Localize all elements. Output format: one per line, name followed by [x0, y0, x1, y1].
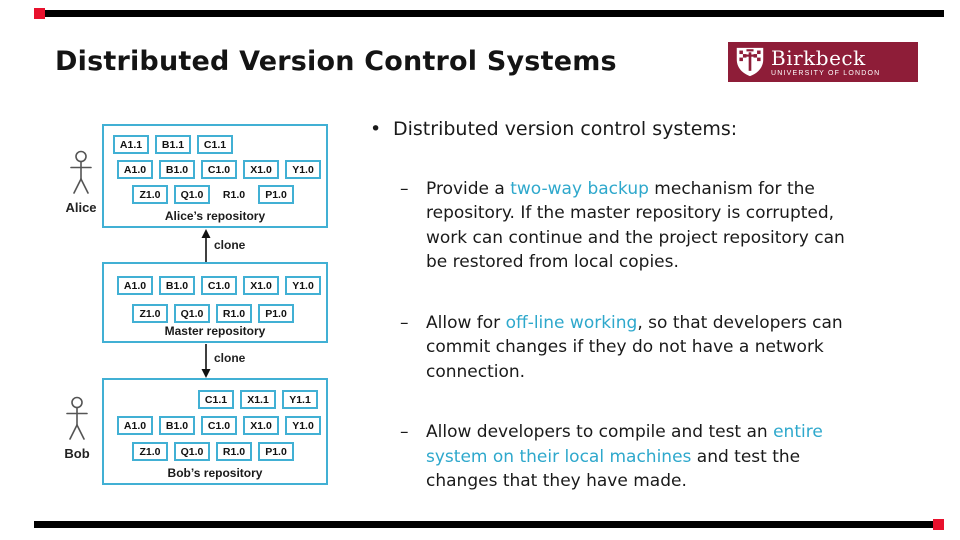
actor-label: Alice [65, 200, 97, 215]
version-box: C1.1 [197, 135, 233, 154]
version-box: Q1.0 [174, 185, 210, 204]
birkbeck-crest-icon [736, 47, 764, 77]
version-box: X1.0 [243, 160, 279, 179]
black-line-decor [34, 521, 933, 528]
version-box: B1.1 [155, 135, 191, 154]
repository-label: Alice’s repository [164, 209, 266, 223]
top-decor-bar [34, 8, 944, 19]
highlighted-text: off-line working [505, 312, 638, 333]
sub-bullet-text: Allow for off-line working, so that deve… [426, 312, 843, 382]
actor-bob: Bob [54, 396, 100, 461]
sub-bullet: –Provide a two-way backup mechanism for … [400, 177, 860, 275]
highlighted-text: entire system on their local machines [426, 422, 823, 467]
version-box: C1.0 [201, 276, 237, 295]
version-box: C1.0 [201, 160, 237, 179]
logo-text: Birkbeck UNIVERSITY OF LONDON [771, 48, 880, 77]
version-box: Y1.0 [285, 416, 321, 435]
repository-label: Bob’s repository [167, 466, 263, 480]
black-line-decor [45, 10, 944, 17]
birkbeck-logo: Birkbeck UNIVERSITY OF LONDON [728, 42, 918, 82]
dash-marker: – [400, 179, 409, 199]
actor-label: Bob [64, 446, 90, 461]
highlighted-text: two-way backup [510, 179, 649, 199]
red-square-decor [933, 519, 944, 530]
version-box: B1.0 [159, 276, 195, 295]
main-bullet-text: Distributed version control systems: [393, 118, 738, 140]
dash-marker: – [400, 312, 409, 333]
version-box: Y1.1 [282, 390, 318, 409]
version-row: Z1.0 Q1.0 R1.0 P1.0 [104, 442, 326, 461]
version-box: P1.0 [258, 304, 294, 323]
version-box: B1.0 [159, 416, 195, 435]
version-row: A1.0 B1.0 C1.0 X1.0 Y1.0 [104, 160, 326, 179]
sub-bullet-list: –Provide a two-way backup mechanism for … [400, 177, 860, 494]
bullet-content: • Distributed version control systems: –… [370, 118, 915, 530]
version-box: Z1.0 [132, 304, 168, 323]
version-box: Y1.0 [285, 276, 321, 295]
actor-alice: Alice [58, 150, 104, 215]
version-box: R1.0 [216, 304, 252, 323]
clone-arrow-down-icon [201, 344, 211, 378]
version-row: C1.1 X1.1 Y1.1 [104, 390, 326, 409]
version-row: A1.1 B1.1 C1.1 [104, 135, 326, 154]
version-row: A1.0 B1.0 C1.0 X1.0 Y1.0 [104, 416, 326, 435]
main-bullet: • Distributed version control systems: [370, 118, 915, 140]
version-box: A1.1 [113, 135, 149, 154]
repository-label: Master repository [164, 324, 266, 338]
clone-arrow-up-icon [201, 229, 211, 262]
version-box: Z1.0 [132, 442, 168, 461]
version-box: C1.0 [201, 416, 237, 435]
sub-bullet-text: Allow developers to compile and test an … [426, 422, 823, 492]
stick-figure-icon [66, 396, 88, 440]
version-row: Z1.0 Q1.0 R1.0 P1.0 [104, 185, 326, 204]
version-box: Q1.0 [174, 442, 210, 461]
logo-wordmark: Birkbeck [771, 45, 866, 70]
stick-figure-icon [70, 150, 92, 194]
red-square-decor [34, 8, 45, 19]
version-box: A1.0 [117, 276, 153, 295]
version-box: X1.0 [243, 416, 279, 435]
version-box: X1.1 [240, 390, 276, 409]
version-box: A1.0 [117, 416, 153, 435]
version-box: Q1.0 [174, 304, 210, 323]
sub-bullet-text: Provide a two-way backup mechanism for t… [426, 179, 845, 273]
version-row: A1.0 B1.0 C1.0 X1.0 Y1.0 [104, 276, 326, 295]
clone-label: clone [214, 351, 246, 365]
version-box: P1.0 [258, 442, 294, 461]
version-box: Z1.0 [132, 185, 168, 204]
bottom-decor-bar [34, 519, 944, 530]
sub-bullet: –Allow developers to compile and test an… [400, 420, 860, 493]
slide-title: Distributed Version Control Systems [55, 46, 617, 77]
dash-marker: – [400, 422, 409, 443]
version-box: X1.0 [243, 276, 279, 295]
logo-subtitle: UNIVERSITY OF LONDON [771, 69, 881, 77]
version-box: R1.0 [216, 185, 252, 204]
version-box: Y1.0 [285, 160, 321, 179]
version-box: B1.0 [159, 160, 195, 179]
version-box: C1.1 [198, 390, 234, 409]
bullet-dot: • [370, 118, 382, 140]
clone-label: clone [214, 238, 246, 252]
version-box: R1.0 [216, 442, 252, 461]
version-box: P1.0 [258, 185, 294, 204]
version-row: Z1.0 Q1.0 R1.0 P1.0 [104, 304, 326, 323]
version-box: A1.0 [117, 160, 153, 179]
sub-bullet: –Allow for off-line working, so that dev… [400, 311, 860, 384]
